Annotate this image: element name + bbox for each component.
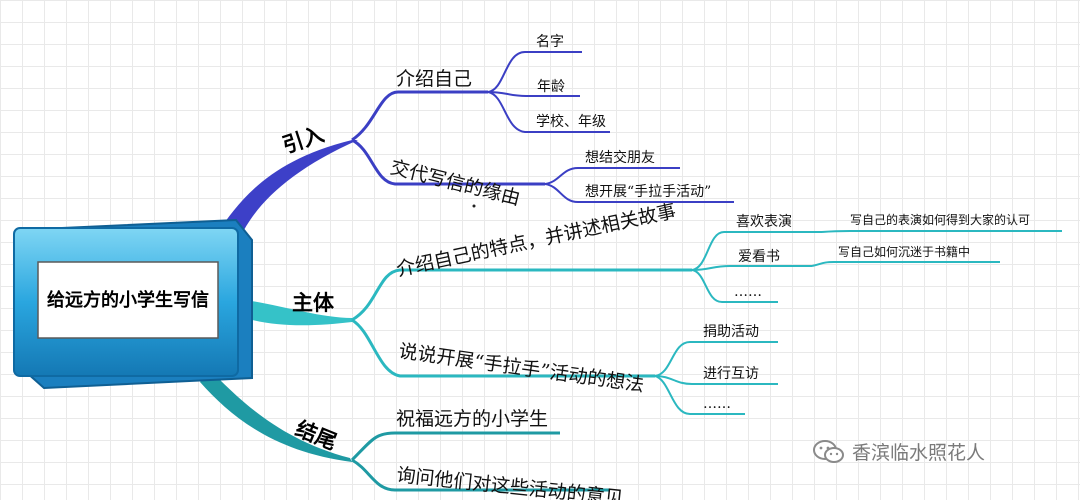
- section-label-body: 主体: [292, 291, 335, 315]
- watermark: 香滨临水照花人: [812, 438, 985, 465]
- note-line-read: [811, 261, 1000, 267]
- node-body-ideas: 说说开展“手拉手”活动的想法: [397, 340, 645, 396]
- leaf-line-more-ideas: [654, 375, 745, 415]
- leaf-activity: 想开展“手拉手活动”: [585, 184, 711, 200]
- branch-intro-reason: [351, 138, 545, 186]
- root-node: 给远方的小学生写信: [13, 218, 253, 390]
- node-end-ask: 询问他们对这些活动的意见: [395, 464, 624, 500]
- leaf-line-donate: [654, 341, 778, 377]
- leaf-line-read: [691, 265, 812, 271]
- branch-end-ask: [351, 458, 610, 492]
- branch-body-ideas: [351, 318, 655, 378]
- leaf-read: 爱看书: [738, 249, 780, 265]
- leaf-line-friend: [544, 167, 680, 185]
- trunk-body: [245, 300, 352, 326]
- node-end-wish: 祝福远方的小学生: [396, 408, 548, 430]
- leaf-school: 学校、年级: [536, 113, 606, 130]
- branch-end-wish: [350, 431, 560, 462]
- section-end: 结尾 祝福远方的小学生 询问他们对这些活动的意见: [200, 372, 625, 500]
- root-label-box: [37, 261, 219, 339]
- leaf-line-visit: [654, 375, 778, 385]
- leaf-line-age: [487, 91, 580, 97]
- trunk-end: [200, 372, 352, 462]
- note-perform: 写自己的表演如何得到大家的认可: [850, 212, 1030, 227]
- leaf-line-activity: [544, 183, 734, 203]
- section-intro: 引入 介绍自己 名字 年龄 学校、年级 交代写信的缘由 想结交朋友 想开展“手拉…: [218, 34, 734, 238]
- note-read: 写自己如何沉迷于书籍中: [838, 244, 970, 259]
- stray-dot: [472, 204, 476, 208]
- leaf-donate: 捐助活动: [703, 324, 759, 340]
- leaf-more-ideas: ……: [703, 396, 731, 412]
- leaf-line-name: [487, 51, 582, 93]
- leaf-perform: 喜欢表演: [736, 214, 792, 230]
- leaf-line-school: [487, 91, 610, 133]
- leaf-line-more-traits: [691, 269, 778, 303]
- node-intro-self: 介绍自己: [396, 68, 472, 90]
- branch-body-traits: [351, 268, 692, 322]
- leaf-more-traits: ……: [734, 284, 762, 300]
- wechat-icon: [812, 439, 846, 465]
- leaf-age: 年龄: [537, 79, 565, 95]
- leaf-line-perform: [691, 231, 822, 271]
- leaf-friend: 想结交朋友: [585, 149, 655, 166]
- trunk-intro: [218, 140, 358, 238]
- note-line-perform: [821, 230, 1062, 233]
- leaf-name: 名字: [536, 34, 564, 50]
- watermark-text: 香滨临水照花人: [852, 442, 986, 464]
- section-body: 主体 介绍自己的特点，并讲述相关故事 喜欢表演 写自己的表演如何得到大家的认可 …: [245, 200, 1062, 415]
- root-label: 给远方的小学生写信: [47, 289, 209, 311]
- branch-intro-self: [351, 90, 488, 142]
- leaf-visit: 进行互访: [703, 366, 759, 382]
